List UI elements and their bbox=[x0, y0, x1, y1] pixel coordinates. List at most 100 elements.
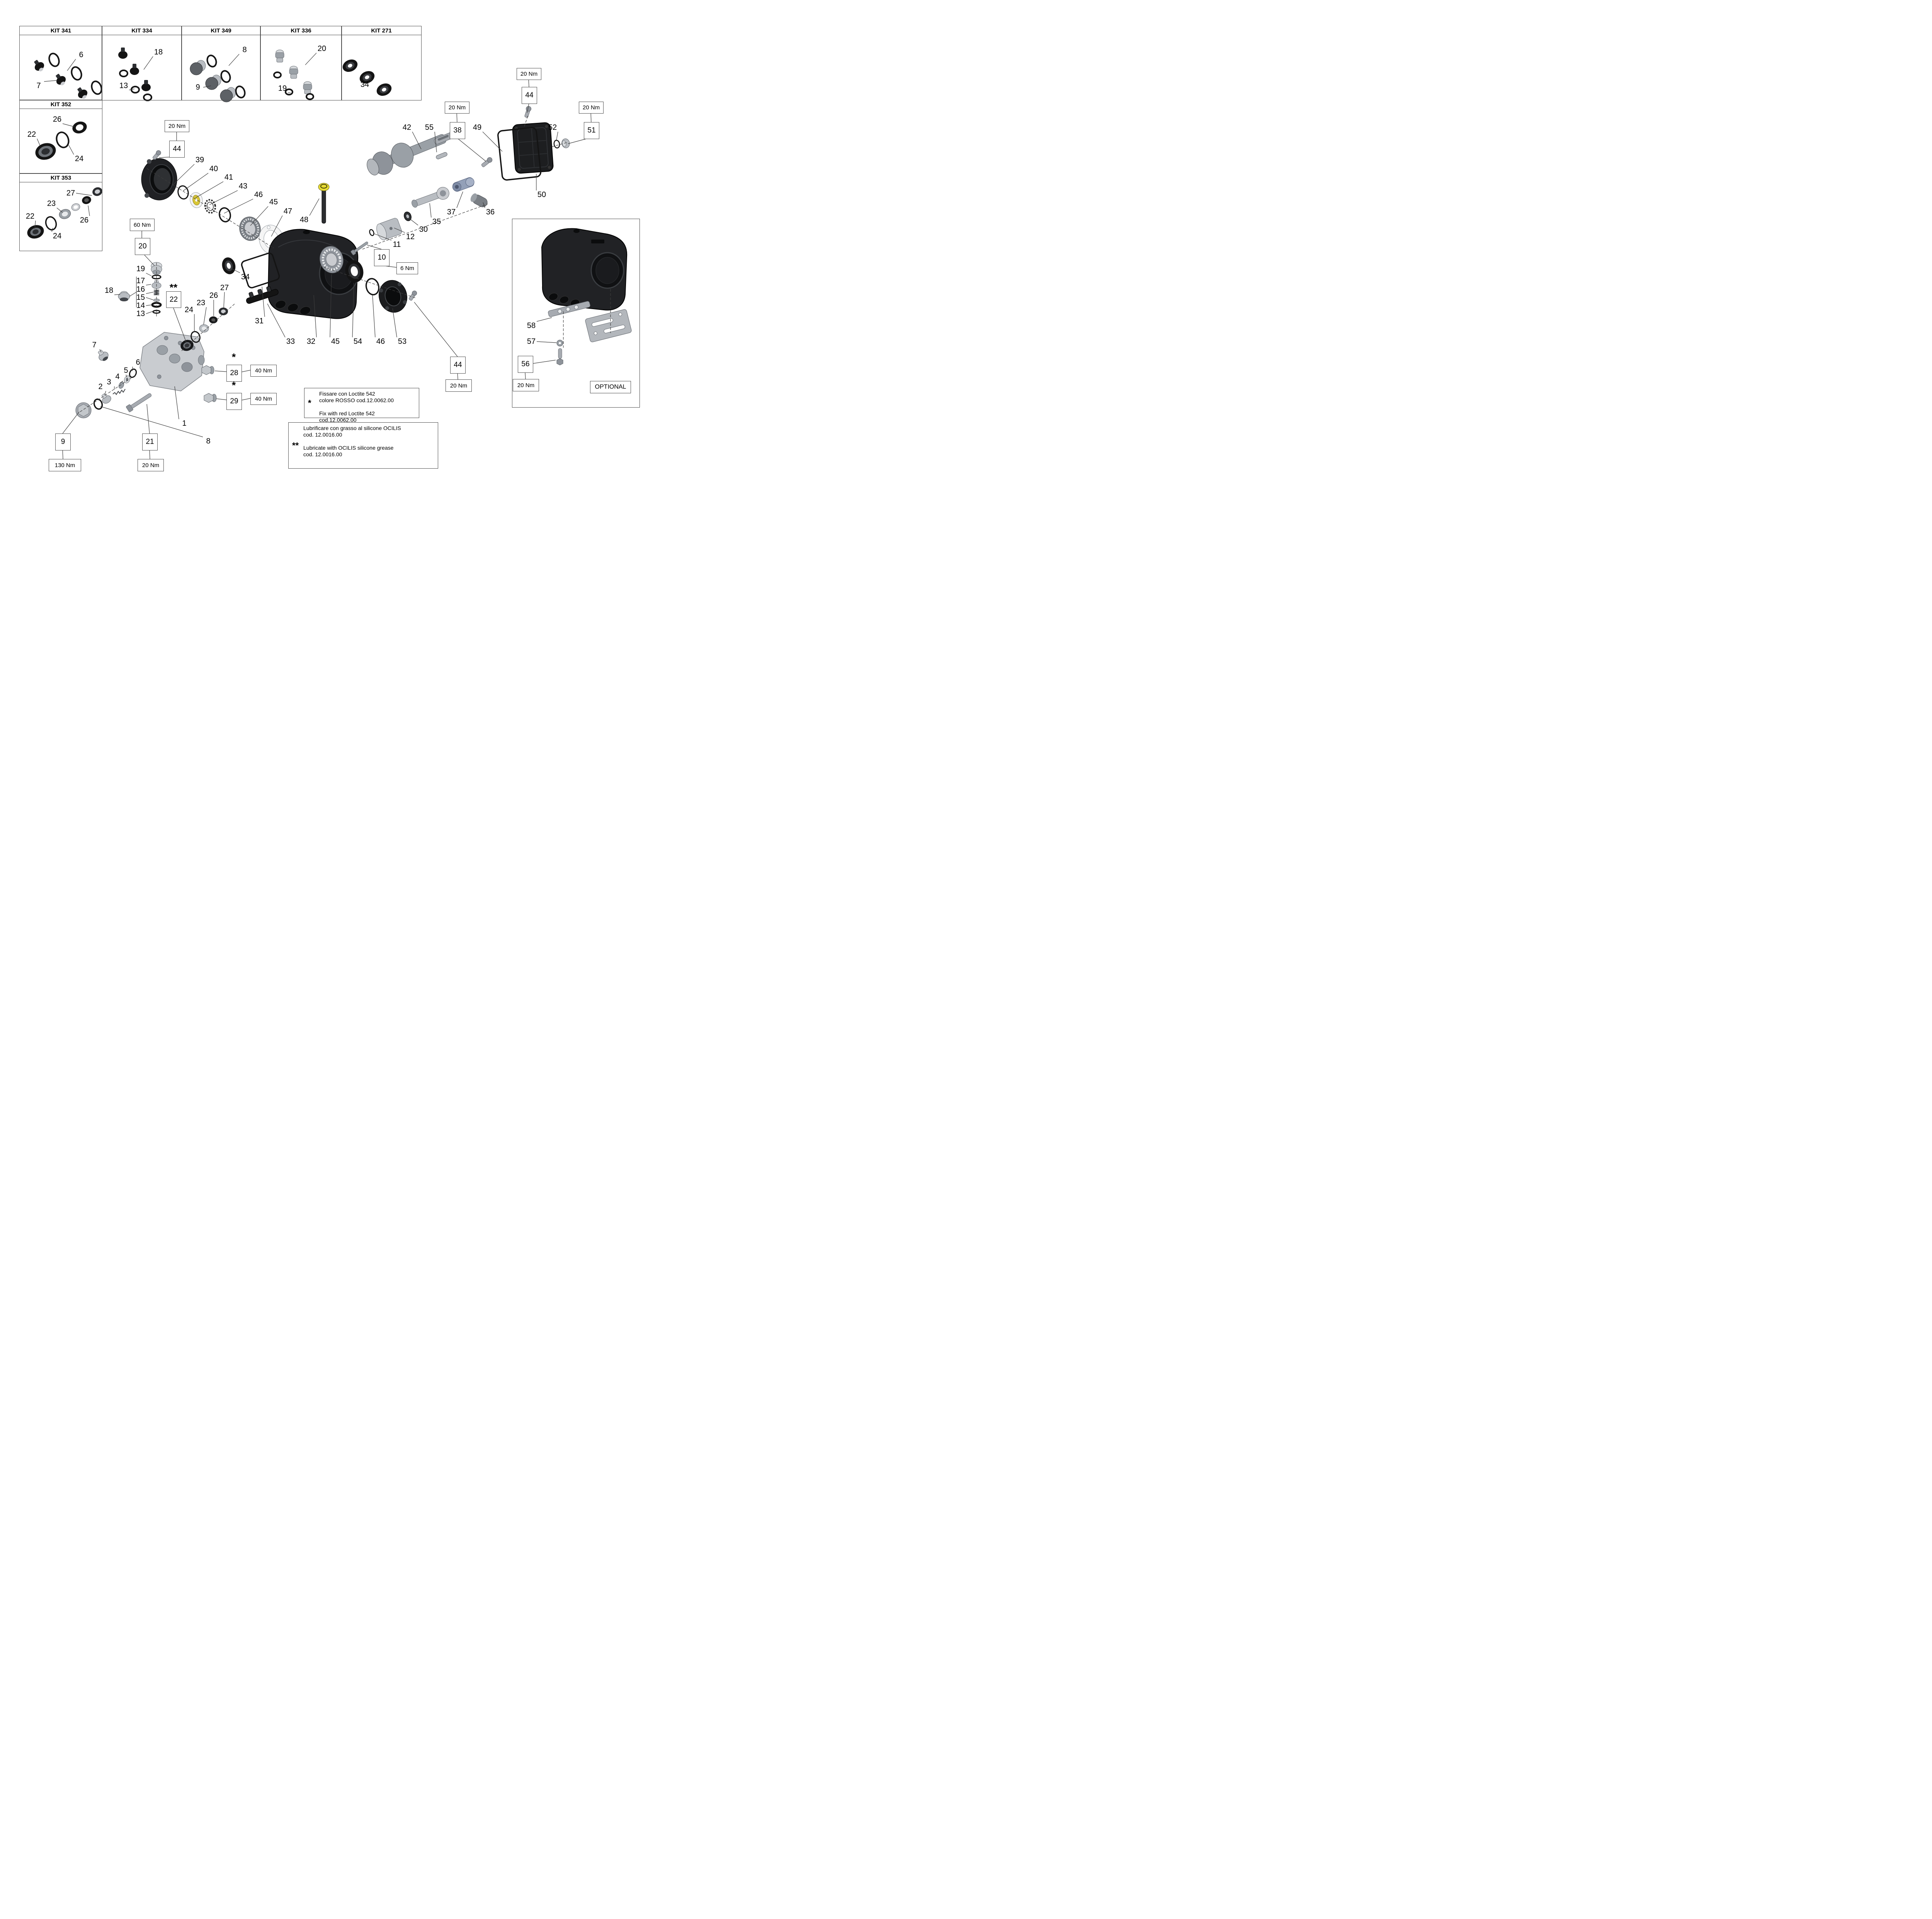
bearing-45b-drawing bbox=[320, 246, 344, 274]
note-marker: * bbox=[308, 398, 311, 408]
clamp-37-drawing bbox=[452, 177, 474, 192]
valve-7-drawing bbox=[98, 350, 109, 361]
leader-line bbox=[241, 398, 251, 401]
leader-line bbox=[457, 138, 486, 162]
oring-11-drawing bbox=[369, 229, 374, 236]
bolt-44-flange-drawing bbox=[152, 150, 161, 160]
kit-callout-19: 19 bbox=[278, 84, 287, 93]
part-callout-57: 57 bbox=[527, 337, 536, 346]
leader-line bbox=[129, 292, 137, 297]
bolt-38-drawing bbox=[481, 157, 493, 167]
bearing-flange-39-drawing bbox=[141, 158, 177, 201]
leader-line bbox=[216, 398, 227, 400]
leader-line bbox=[174, 386, 179, 420]
leader-line bbox=[62, 411, 80, 434]
leader-line bbox=[195, 181, 224, 198]
leader-line bbox=[409, 218, 418, 226]
number-box-28: 28 bbox=[226, 365, 242, 382]
note-line: cod. 12.0016.00 bbox=[303, 451, 342, 457]
part-callout-18: 18 bbox=[104, 286, 114, 295]
leader-line bbox=[146, 292, 154, 294]
part-callout-40: 40 bbox=[209, 165, 218, 173]
disc-4-drawing bbox=[118, 381, 124, 389]
note-text: Lubrificare con grasso al silicone OCILI… bbox=[303, 425, 436, 458]
torque-box-t1: 20 Nm bbox=[517, 68, 541, 80]
leader-line bbox=[146, 311, 153, 314]
part-callout-12: 12 bbox=[406, 233, 415, 241]
leader-line bbox=[250, 206, 269, 226]
oring-52-drawing bbox=[553, 139, 560, 149]
leader-line bbox=[457, 372, 458, 380]
part-callout-8: 8 bbox=[206, 437, 211, 445]
kit-box-kit-334: KIT 334 bbox=[102, 26, 182, 100]
spring-3-drawing bbox=[112, 389, 126, 395]
note-line bbox=[319, 404, 417, 410]
note-marker: ** bbox=[292, 440, 299, 450]
torque-box-t13: 20 Nm bbox=[513, 379, 539, 391]
torque-box-t6: 6 Nm bbox=[396, 262, 418, 274]
rear-cover-50-drawing bbox=[512, 122, 554, 174]
optional-label: OPTIONAL bbox=[590, 381, 631, 393]
kit-box-kit-336: KIT 336 bbox=[260, 26, 342, 100]
oring-40-drawing bbox=[177, 185, 189, 200]
leader-line bbox=[372, 295, 376, 338]
bearing-45-drawing bbox=[239, 216, 261, 241]
leader-line bbox=[556, 131, 558, 140]
leader-line bbox=[414, 302, 458, 357]
note-line: Fix with red Loctite 542 bbox=[319, 410, 375, 416]
piston-12-drawing bbox=[376, 218, 402, 240]
part-callout-6: 6 bbox=[136, 358, 140, 367]
piston-rod-35-drawing bbox=[412, 187, 449, 208]
part-callout-45: 45 bbox=[269, 198, 278, 206]
axis-dash-line bbox=[524, 116, 528, 128]
part-callout-33: 33 bbox=[286, 337, 295, 346]
part-callout-34: 34 bbox=[241, 273, 250, 281]
seal-41-drawing bbox=[190, 192, 203, 208]
leader-line bbox=[209, 190, 238, 205]
part-callout-46: 46 bbox=[376, 337, 385, 346]
oil-dipstick-48-drawing bbox=[318, 183, 330, 224]
leader-line bbox=[527, 103, 529, 113]
torque-box-t2: 20 Nm bbox=[579, 102, 604, 114]
number-box-44: 44 bbox=[522, 87, 537, 104]
torque-box-t9: 40 Nm bbox=[250, 393, 277, 405]
optional-panel-border bbox=[512, 219, 640, 408]
leader-line bbox=[100, 406, 203, 437]
kit-title: KIT 336 bbox=[260, 26, 342, 35]
key-55-drawing bbox=[436, 152, 447, 160]
leader-line bbox=[146, 297, 153, 300]
note-line: cod. 12.0016.00 bbox=[303, 432, 342, 438]
leader-line bbox=[392, 308, 397, 338]
leader-line bbox=[483, 202, 485, 208]
kit-callout-18: 18 bbox=[154, 48, 163, 56]
leader-line bbox=[262, 286, 265, 317]
part-callout-50: 50 bbox=[537, 190, 546, 199]
part-callout-43: 43 bbox=[238, 182, 248, 190]
seat-5-drawing bbox=[124, 375, 131, 384]
plug-51-drawing bbox=[561, 138, 570, 148]
part-callout-27: 27 bbox=[220, 284, 229, 292]
part-callout-49: 49 bbox=[473, 123, 482, 132]
part-callout-54: 54 bbox=[353, 337, 362, 346]
leader-line bbox=[394, 228, 405, 233]
part-callout-36: 36 bbox=[486, 208, 495, 216]
number-box-38: 38 bbox=[450, 122, 465, 139]
kit-callout-20: 20 bbox=[317, 44, 327, 53]
part-callout-35: 35 bbox=[432, 218, 441, 226]
part-callout-7: 7 bbox=[92, 341, 97, 349]
part-callout-13: 13 bbox=[136, 309, 145, 318]
number-box-56: 56 bbox=[518, 356, 533, 373]
plug-28-drawing bbox=[201, 365, 214, 375]
leader-line bbox=[104, 391, 106, 395]
number-box-51: 51 bbox=[584, 122, 599, 139]
oring-8-drawing bbox=[93, 398, 103, 410]
torque-box-t5: 60 Nm bbox=[130, 219, 155, 231]
kit-title: KIT 341 bbox=[20, 26, 102, 35]
leader-line bbox=[183, 173, 209, 191]
part-callout-14: 14 bbox=[136, 301, 145, 310]
roller-36-drawing bbox=[470, 193, 488, 207]
head-bolt-21-drawing bbox=[126, 393, 152, 412]
leader-line bbox=[412, 131, 422, 150]
